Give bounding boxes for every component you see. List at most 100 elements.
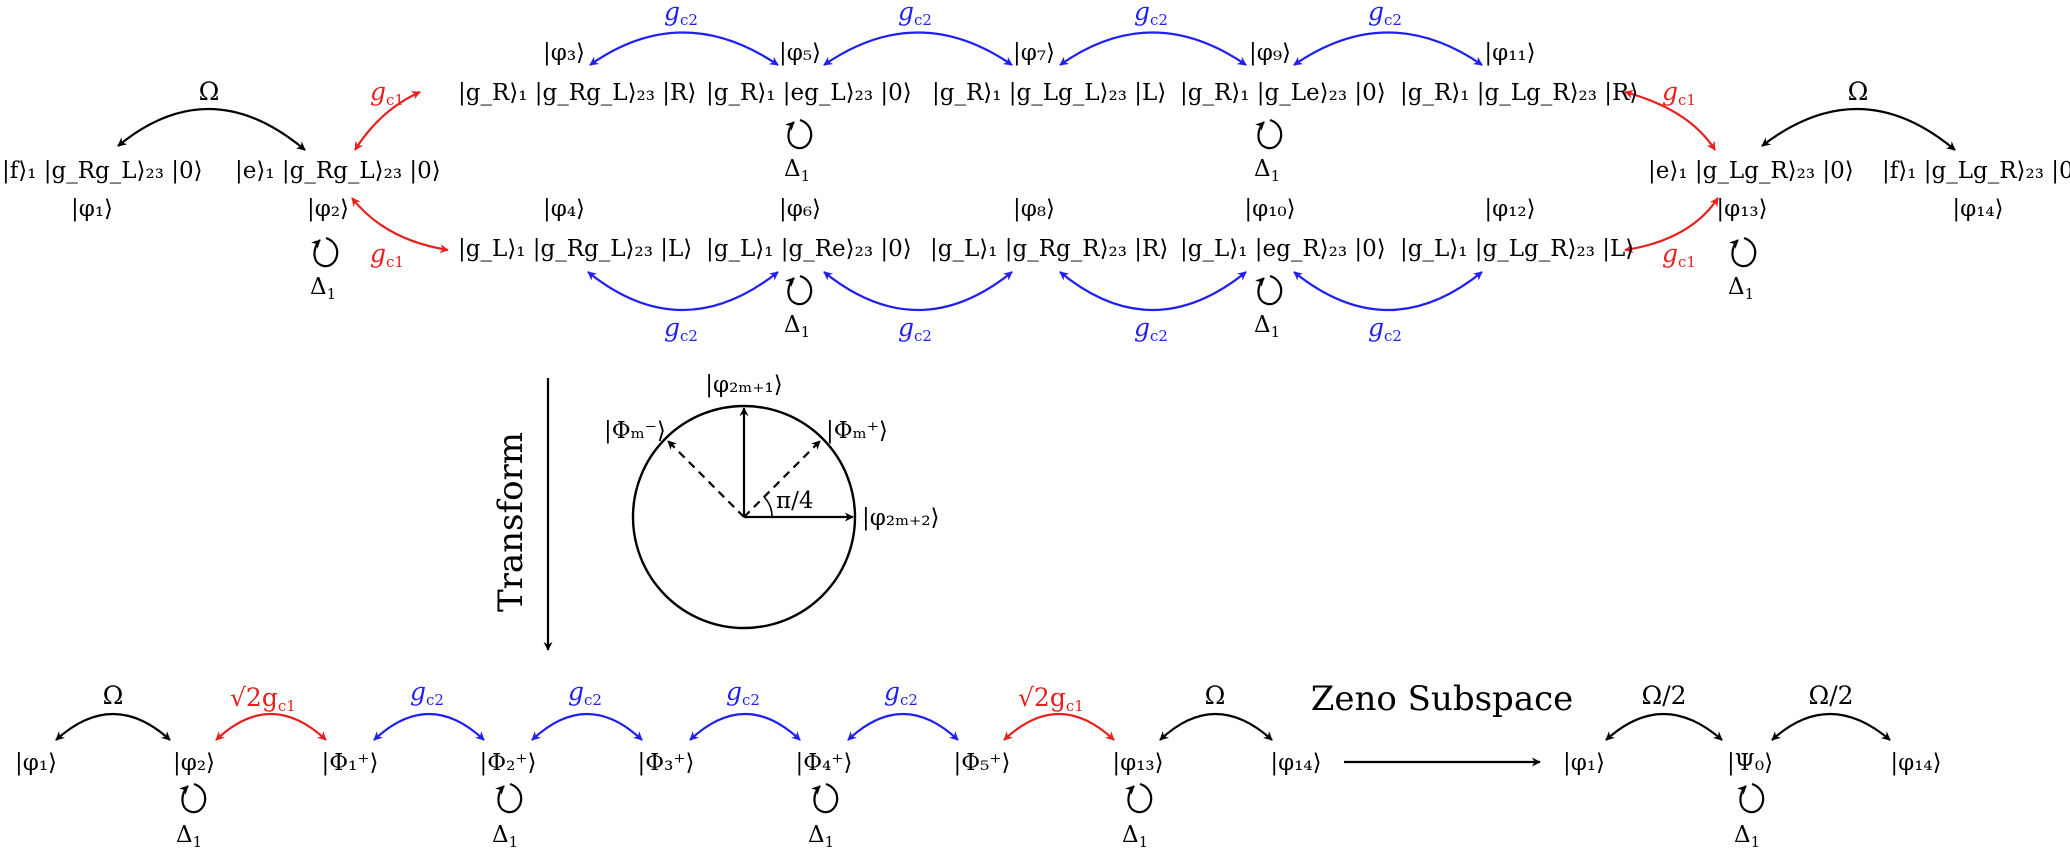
ket-phi11: |g_R⟩₁ |g_Lg_R⟩₂₃ |R⟩ (1400, 80, 1638, 106)
label-phi7: |φ₇⟩ (1013, 40, 1055, 66)
label-gc1-ur: gc1 (1662, 77, 1696, 109)
label-z-omega-right: Ω/2 (1808, 681, 1853, 710)
label-b-sqrt2gc1-left: √2gc1 (230, 683, 296, 715)
label-Phi-plus: |Φₘ⁺⟩ (826, 418, 888, 444)
label-b-delta-phi13: Δ1 (1122, 822, 1148, 850)
ket-phi7: |g_R⟩₁ |g_Lg_L⟩₂₃ |L⟩ (932, 80, 1166, 106)
label-b-omega-right: Ω (1205, 681, 1226, 710)
label-gc2-t1: gc2 (664, 0, 698, 29)
label-gc2-b3: gc2 (1134, 313, 1168, 345)
arrow-gc2-top-4 (1293, 31, 1483, 66)
loop-delta-phi10 (1255, 274, 1283, 306)
ket-phi2: |e⟩₁ |g_Rg_L⟩₂₃ |0⟩ (235, 158, 441, 184)
basis-circle (631, 404, 857, 630)
label-phi1: |φ₁⟩ (71, 196, 113, 222)
label-phi8: |φ₈⟩ (1013, 196, 1055, 222)
label-phi-2m2: |φ₂ₘ₊₂⟩ (862, 505, 940, 531)
label-delta-phi2: Δ1 (310, 274, 336, 303)
label-delta-phi9: Δ1 (1254, 156, 1280, 185)
loop-delta-phi5 (785, 118, 813, 150)
bottom-arrows (55, 712, 1891, 814)
b-state-phi13: |φ₁₃⟩ (1112, 750, 1163, 776)
arrow-b-gc2-2 (531, 712, 643, 741)
b-state-Phi4: |Φ₄⁺⟩ (796, 750, 853, 776)
label-phi2: |φ₂⟩ (307, 196, 349, 222)
z-state-phi14: |φ₁₄⟩ (1890, 750, 1941, 776)
label-delta-phi5: Δ1 (784, 156, 810, 185)
arrow-gc2-top-3 (1059, 31, 1247, 66)
top-states: |f⟩₁ |g_Rg_L⟩₂₃ |0⟩ |φ₁⟩ |e⟩₁ |g_Rg_L⟩₂₃… (2, 40, 2070, 262)
label-Phi-minus: |Φₘ⁻⟩ (604, 418, 666, 444)
label-phi3: |φ₃⟩ (543, 40, 585, 66)
label-gc2-t3: gc2 (1134, 0, 1168, 29)
label-phi4: |φ₄⟩ (543, 196, 585, 222)
arrow-b-gc2-1 (373, 712, 485, 741)
label-phi11: |φ₁₁⟩ (1484, 40, 1535, 66)
ket-phi6: |g_L⟩₁ |g_Re⟩₂₃ |0⟩ (706, 236, 912, 262)
label-gc2-b2: gc2 (898, 313, 932, 345)
bottom-states: |φ₁⟩ |φ₂⟩ |Φ₁⁺⟩ |Φ₂⁺⟩ |Φ₃⁺⟩ |Φ₄⁺⟩ |Φ₅⁺⟩ … (15, 750, 1942, 776)
b-state-Phi5: |Φ₅⁺⟩ (954, 750, 1011, 776)
arrow-z-omega-right (1771, 713, 1891, 741)
arrow-gc2-bot-3 (1059, 271, 1247, 311)
label-b-omega: Ω (103, 681, 124, 710)
ket-phi3: |g_R⟩₁ |g_Rg_L⟩₂₃ |R⟩ (458, 80, 696, 106)
label-gc2-t4: gc2 (1368, 0, 1402, 29)
ket-phi5: |g_R⟩₁ |eg_L⟩₂₃ |0⟩ (706, 80, 912, 106)
b-state-phi2: |φ₂⟩ (173, 750, 215, 776)
transform-label: Transform (491, 432, 531, 612)
b-state-phi14: |φ₁₄⟩ (1270, 750, 1321, 776)
label-b-delta-Phi4: Δ1 (808, 822, 834, 850)
b-state-Phi2: |Φ₂⁺⟩ (480, 750, 537, 776)
loop-delta-phi9 (1255, 118, 1283, 150)
label-gc1-dr: gc1 (1662, 239, 1696, 271)
arrow-b-gc2-4 (847, 712, 959, 741)
label-phi12: |φ₁₂⟩ (1484, 196, 1535, 222)
arrow-b-sqrt2gc1-right (1003, 712, 1115, 741)
loop-b-phi13 (1125, 782, 1153, 814)
z-state-Psi0: |Ψ₀⟩ (1727, 750, 1773, 776)
b-state-Phi1: |Φ₁⁺⟩ (322, 750, 379, 776)
z-state-phi1: |φ₁⟩ (1563, 750, 1605, 776)
arrow-omega-right (1761, 107, 1956, 151)
loop-delta-phi2 (311, 236, 339, 268)
arrow-b-gc2-3 (689, 712, 801, 741)
arrow-gc2-top-1 (589, 31, 779, 66)
label-b-delta-Phi2: Δ1 (492, 822, 518, 850)
ket-phi9: |g_R⟩₁ |g_Le⟩₂₃ |0⟩ (1180, 80, 1386, 106)
angle-arc (763, 496, 773, 518)
arrow-gc2-bot-4 (1293, 271, 1483, 311)
arrow-b-omega (55, 712, 171, 741)
label-b-delta-phi2: Δ1 (176, 822, 202, 850)
ket-phi12: |g_L⟩₁ |g_Lg_R⟩₂₃ |L⟩ (1400, 236, 1634, 262)
arrow-gc2-bot-2 (823, 271, 1013, 311)
label-b-sqrt2gc1-right: √2gc1 (1018, 683, 1084, 715)
label-phi-2m1: |φ₂ₘ₊₁⟩ (705, 372, 783, 398)
loop-b-Phi2 (495, 782, 523, 814)
b-state-Phi3: |Φ₃⁺⟩ (638, 750, 695, 776)
label-b-gc2-2: gc2 (568, 677, 602, 709)
ket-phi8: |g_L⟩₁ |g_Rg_R⟩₂₃ |R⟩ (930, 236, 1168, 262)
label-delta-phi6: Δ1 (784, 312, 810, 341)
label-delta-phi13: Δ1 (1728, 274, 1754, 303)
arrow-gc2-top-2 (823, 31, 1013, 66)
top-coupling-labels: Ω Ω gc1 gc1 gc1 gc1 gc2 gc2 gc2 gc2 gc2 … (199, 0, 1869, 345)
label-omega-right: Ω (1848, 77, 1869, 106)
loop-delta-phi13 (1729, 236, 1757, 268)
label-gc1-ul: gc1 (370, 77, 404, 109)
arrow-gc1-down-left (351, 197, 449, 254)
arrow-gc1-down-right (1624, 197, 1719, 254)
loop-b-phi2 (179, 782, 207, 814)
loop-b-Phi4 (811, 782, 839, 814)
ket-phi13: |e⟩₁ |g_Lg_R⟩₂₃ |0⟩ (1648, 158, 1854, 184)
zeno-subspace-label: Zeno Subspace (1311, 679, 1574, 719)
ket-phi1: |f⟩₁ |g_Rg_L⟩₂₃ |0⟩ (2, 158, 203, 184)
label-phi10: |φ₁₀⟩ (1244, 196, 1295, 222)
label-delta-phi10: Δ1 (1254, 312, 1280, 341)
b-state-phi1: |φ₁⟩ (15, 750, 57, 776)
arrow-omega-left (117, 107, 306, 151)
label-b-gc2-4: gc2 (884, 677, 918, 709)
label-phi9: |φ₉⟩ (1249, 40, 1291, 66)
label-gc1-dl: gc1 (370, 239, 404, 271)
